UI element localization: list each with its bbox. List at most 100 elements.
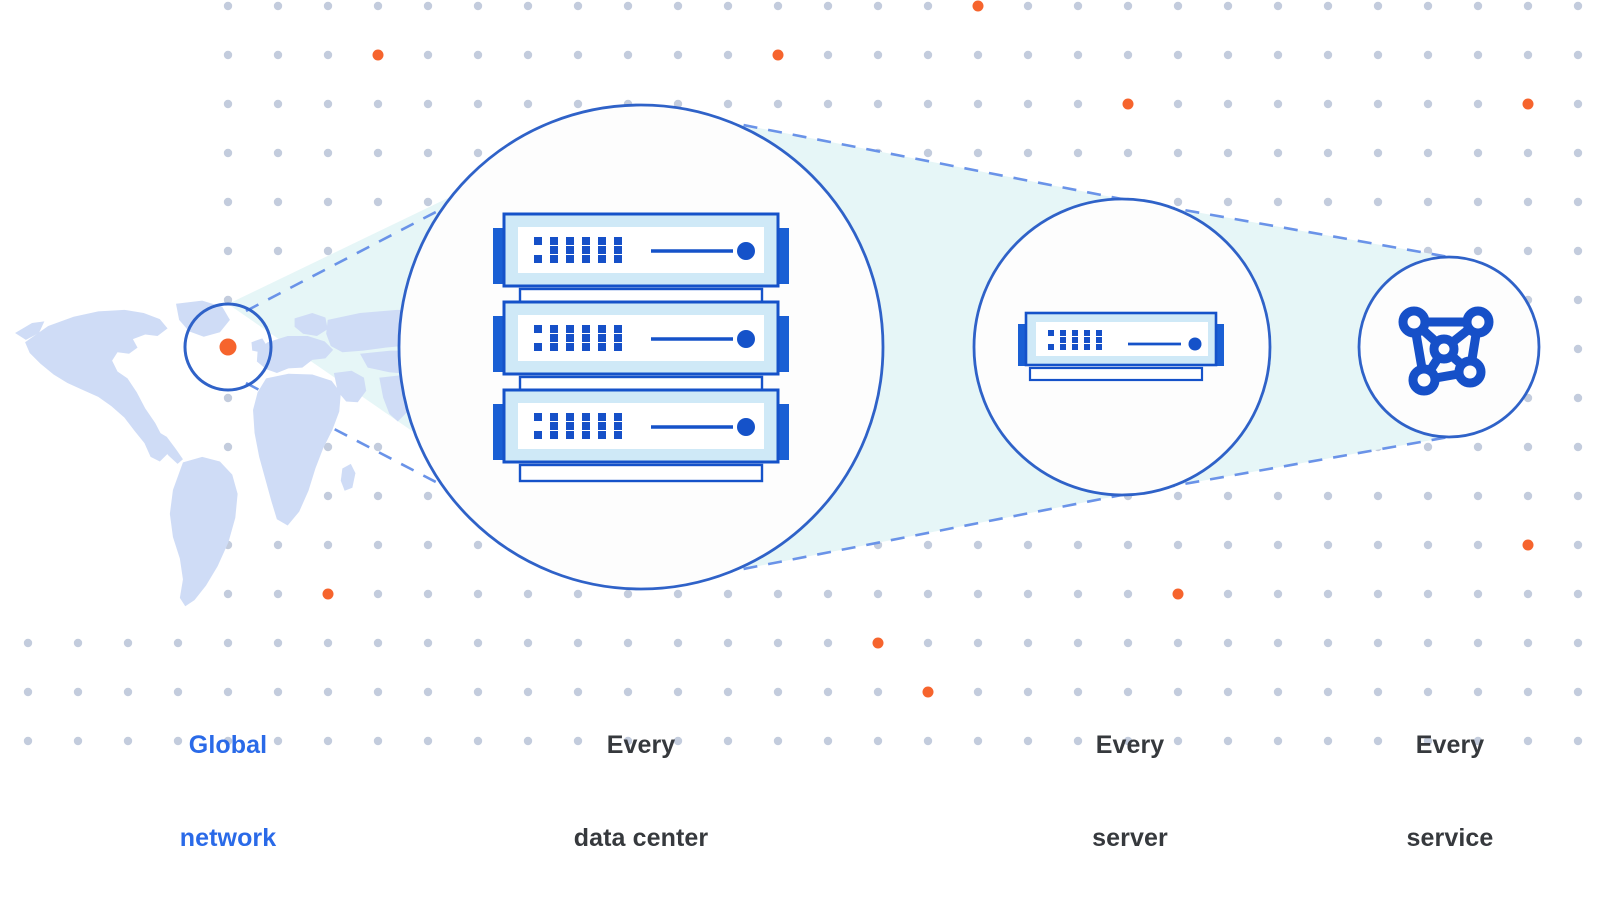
grid-dot [823, 638, 833, 648]
grid-dot [373, 442, 383, 452]
grid-dot [473, 736, 483, 746]
server-status-dot-1 [737, 242, 755, 260]
grid-dot [1473, 148, 1483, 158]
grid-dot [1073, 50, 1083, 60]
grid-dot [1323, 197, 1333, 207]
server-status-dot-3 [737, 418, 755, 436]
grid-dot [1273, 687, 1283, 697]
grid-dot [23, 687, 33, 697]
grid-dot [123, 736, 133, 746]
grid-dot [473, 1, 483, 11]
grid-dot [573, 589, 583, 599]
grid-dot [723, 736, 733, 746]
grid-dot [223, 246, 233, 256]
grid-dot [323, 246, 333, 256]
grid-dot [123, 687, 133, 697]
server-status-dot-2 [737, 330, 755, 348]
grid-dot [1073, 687, 1083, 697]
label-every-data-center-line1: Every [606, 731, 676, 759]
grid-dot [373, 1, 383, 11]
grid-dot [1223, 99, 1233, 109]
grid-dot [723, 50, 733, 60]
grid-dot [623, 589, 633, 599]
grid-dot [973, 540, 983, 550]
grid-dot [773, 687, 783, 697]
grid-dot [673, 99, 683, 109]
grid-dot [273, 687, 283, 697]
grid-dot [723, 638, 733, 648]
grid-dot [573, 99, 583, 109]
grid-dot [323, 442, 333, 452]
grid-dot-accent [772, 49, 784, 61]
grid-dot [273, 540, 283, 550]
grid-dot-accent [972, 0, 984, 12]
grid-dot [1023, 1, 1033, 11]
grid-dot [1273, 197, 1283, 207]
grid-dot [1573, 540, 1583, 550]
grid-dot [1423, 442, 1433, 452]
grid-dot [1423, 540, 1433, 550]
grid-dot [673, 687, 683, 697]
grid-dot [973, 50, 983, 60]
grid-dot [323, 197, 333, 207]
grid-dot [1323, 736, 1333, 746]
grid-dot [1573, 197, 1583, 207]
grid-dot [473, 687, 483, 697]
grid-dot [423, 99, 433, 109]
mesh-node-bottom-left [1408, 364, 1440, 396]
grid-dot [1473, 197, 1483, 207]
grid-dot [1123, 687, 1133, 697]
grid-dot [723, 1, 733, 11]
grid-dot [1173, 638, 1183, 648]
grid-dot [1373, 638, 1383, 648]
grid-dot [773, 638, 783, 648]
grid-dot [1373, 197, 1383, 207]
grid-dot [1473, 589, 1483, 599]
grid-dot-accent [372, 49, 384, 61]
grid-dot [1073, 638, 1083, 648]
grid-dot [923, 1, 933, 11]
grid-dot [223, 442, 233, 452]
grid-dot [1573, 295, 1583, 305]
grid-dot [773, 1, 783, 11]
grid-dot [623, 1, 633, 11]
grid-dot [223, 50, 233, 60]
grid-dot [323, 99, 333, 109]
grid-dot [1573, 50, 1583, 60]
grid-dot [873, 589, 883, 599]
grid-dot [1223, 197, 1233, 207]
grid-dot [473, 148, 483, 158]
label-global-network: Global network [68, 668, 388, 916]
grid-dot-accent [1522, 98, 1534, 110]
grid-dot [223, 197, 233, 207]
mesh-node-top-right [1462, 306, 1494, 338]
grid-dot [423, 687, 433, 697]
grid-dot [473, 540, 483, 550]
grid-dot [923, 638, 933, 648]
grid-dot [1573, 491, 1583, 501]
server-led-array-1 [534, 237, 622, 263]
grid-dot [323, 638, 333, 648]
grid-dot-accent [1172, 588, 1184, 600]
grid-dot [1023, 99, 1033, 109]
grid-dot [1123, 736, 1133, 746]
grid-dot [1523, 589, 1533, 599]
label-global-network-line2: network [179, 824, 277, 852]
grid-dot [1123, 1, 1133, 11]
grid-dot [473, 99, 483, 109]
grid-dot [223, 638, 233, 648]
grid-dot [1473, 442, 1483, 452]
grid-dot [573, 1, 583, 11]
grid-dot [723, 589, 733, 599]
grid-dot [423, 197, 433, 207]
region-highlight [183, 302, 273, 392]
grid-dot [1473, 687, 1483, 697]
grid-dot [1473, 736, 1483, 746]
grid-dot [723, 99, 733, 109]
grid-dot [1523, 1, 1533, 11]
server-led-array-3 [534, 413, 622, 439]
grid-dot [1273, 589, 1283, 599]
grid-dot [523, 1, 533, 11]
label-every-service-line1: Every [1415, 731, 1485, 759]
grid-dot [1123, 589, 1133, 599]
